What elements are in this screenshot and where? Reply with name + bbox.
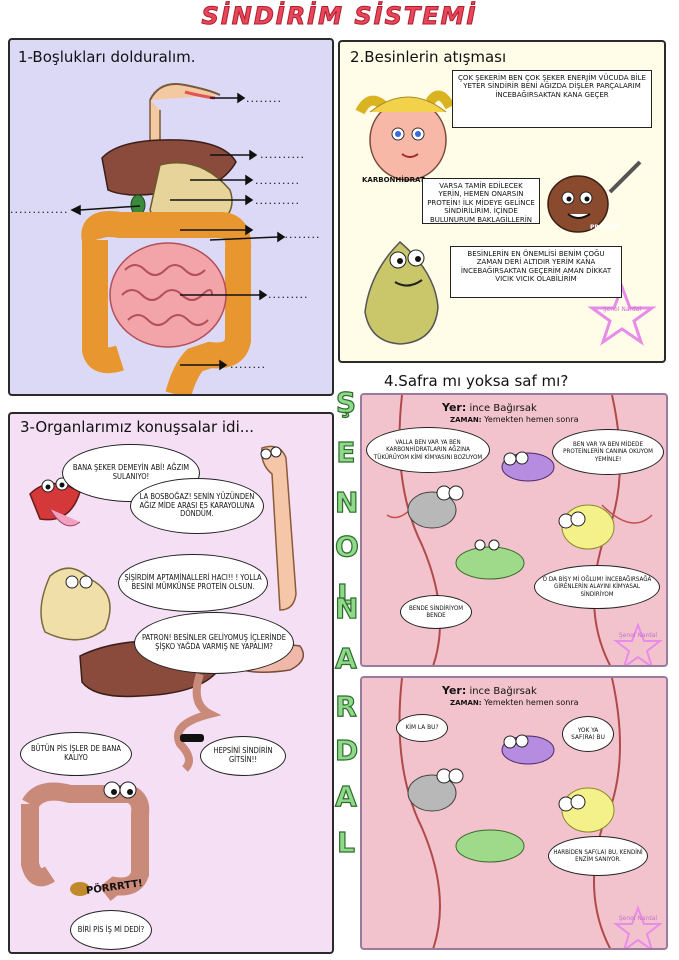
time-label: ZAMAN: Yemekten hemen sonra <box>450 415 579 424</box>
when-label: ZAMAN: <box>450 416 482 424</box>
location-label: Yer: ince Bağırsak <box>442 684 537 697</box>
speech-bubble: BÜTÜN PİS İŞLER DE BANA KALIYO <box>20 732 132 776</box>
section4-title: 4.Safra mı yoksa saf mı? <box>384 372 569 390</box>
where-value: ince Bağırsak <box>469 403 537 414</box>
where-label: Yer: <box>442 401 467 414</box>
speech-bubble: VALLA BEN VAR YA BEN KARBONHİDRATLARIN A… <box>366 427 490 473</box>
where-value: ince Bağırsak <box>469 686 537 697</box>
panel-bile-scene-1: Yer: ince Bağırsak ZAMAN: Yemekten hemen… <box>360 393 668 667</box>
digestive-system-illustration <box>70 83 286 394</box>
watermark: Şenol Nardal <box>618 915 658 922</box>
when-value: Yemekten hemen sonra <box>484 698 579 707</box>
speech-bubble: YOK YA SAF(RA) BU <box>562 716 614 752</box>
speech-bubble: HEPSİNİ SİNDİRİN GİTSİN!! <box>200 736 286 776</box>
blank[interactable]: ........ <box>230 358 266 371</box>
intestine-background <box>398 678 663 948</box>
author-letter: A <box>335 641 358 675</box>
blank[interactable]: .......... <box>255 174 300 187</box>
speech-bubble: LA BOSBOĞAZ! SENİN YÜZÜNDEN AĞIZ MİDE AR… <box>130 478 264 534</box>
location-label: Yer: ince Bağırsak <box>442 401 537 414</box>
panel-title: 2.Besinlerin atışması <box>350 48 507 66</box>
blank[interactable]: ........ <box>246 92 282 105</box>
speech-bubble: PATRON! BESİNLER GELİYOMUŞ İÇLERİNDE ŞİŞ… <box>134 612 294 674</box>
when-value: Yemekten hemen sonra <box>484 415 579 424</box>
panel-nutrients: 2.Besinlerin atışması KARBONHİDRAT PROTE… <box>338 40 666 363</box>
panel-title: 1-Boşlukları dolduralım. <box>18 48 196 66</box>
blank[interactable]: ......... <box>280 228 321 241</box>
where-label: Yer: <box>442 684 467 697</box>
speech-bubble: KİM LA BU? <box>396 714 448 742</box>
author-letter: O <box>334 529 359 563</box>
watermark: Şenol Nardal <box>618 632 658 639</box>
blank[interactable]: .......... <box>260 148 305 161</box>
speech-bubble: HARBİDEN SAF(LA) BU, KENDİNİ ENZİM SANIY… <box>548 836 648 876</box>
author-letter: L <box>336 577 355 611</box>
author-letter: N <box>334 485 359 519</box>
author-letter: L <box>336 825 355 859</box>
watermark: Şenol Nardal <box>602 306 642 313</box>
author-letter: E <box>336 435 356 469</box>
blank[interactable]: ......... <box>268 288 309 301</box>
speech-bubble-protein: VARSA TAMİR EDİLECEK YERİN, HEMEN ONARSI… <box>422 178 540 224</box>
label-karbonhidrat: KARBONHİDRAT <box>362 176 425 184</box>
author-letter: R <box>335 689 358 723</box>
author-letter: A <box>335 779 358 813</box>
speech-bubble-fat: BESİNLERİN EN ÖNEMLİSİ BENİM ÇOĞU ZAMAN … <box>450 246 622 298</box>
speech-bubble: BEN VAR YA BEN MİDEDE PROTEİNLERİN CANIN… <box>552 429 664 475</box>
label-protein: PROTEİN <box>590 224 620 231</box>
speech-bubble: O DA BİŞY Mİ OĞLUM! İNCEBAĞIRSAĞA GİRENL… <box>534 565 660 609</box>
speech-bubble-carb: ÇOK ŞEKERİM BEN ÇOK ŞEKER ENERJİM VÜCUDA… <box>452 70 652 128</box>
panel-organs-talk: 3-Organlarımız konuşsalar idi... BANA ŞE… <box>8 412 334 954</box>
author-letter: D <box>334 733 359 767</box>
intestine-background <box>386 395 663 665</box>
when-label: ZAMAN: <box>450 699 482 707</box>
blank[interactable]: .......... <box>255 194 300 207</box>
speech-bubble: BENDE SİNDİRİYOM BENDE <box>400 595 472 629</box>
nutrient-characters <box>355 90 657 346</box>
author-letter: N <box>334 591 359 625</box>
speech-bubble: BİRİ PİS İŞ Mİ DEDİ? <box>70 910 152 950</box>
panel-title: 3-Organlarımız konuşsalar idi... <box>20 418 255 436</box>
page-title: SİNDİRİM SİSTEMİ <box>201 2 478 31</box>
blank[interactable]: ............. <box>10 203 69 216</box>
time-label: ZAMAN: Yemekten hemen sonra <box>450 698 579 707</box>
panel-fill-blanks: 1-Boşlukları dolduralım. ........ <box>8 38 334 396</box>
author-letter: Ş <box>335 385 357 419</box>
panel-bile-scene-2: Yer: ince Bağırsak ZAMAN: Yemekten hemen… <box>360 676 668 950</box>
speech-bubble: ŞİŞİRDİM APTAMİNALLERİ HACI!! ! YOLLA BE… <box>118 554 268 612</box>
